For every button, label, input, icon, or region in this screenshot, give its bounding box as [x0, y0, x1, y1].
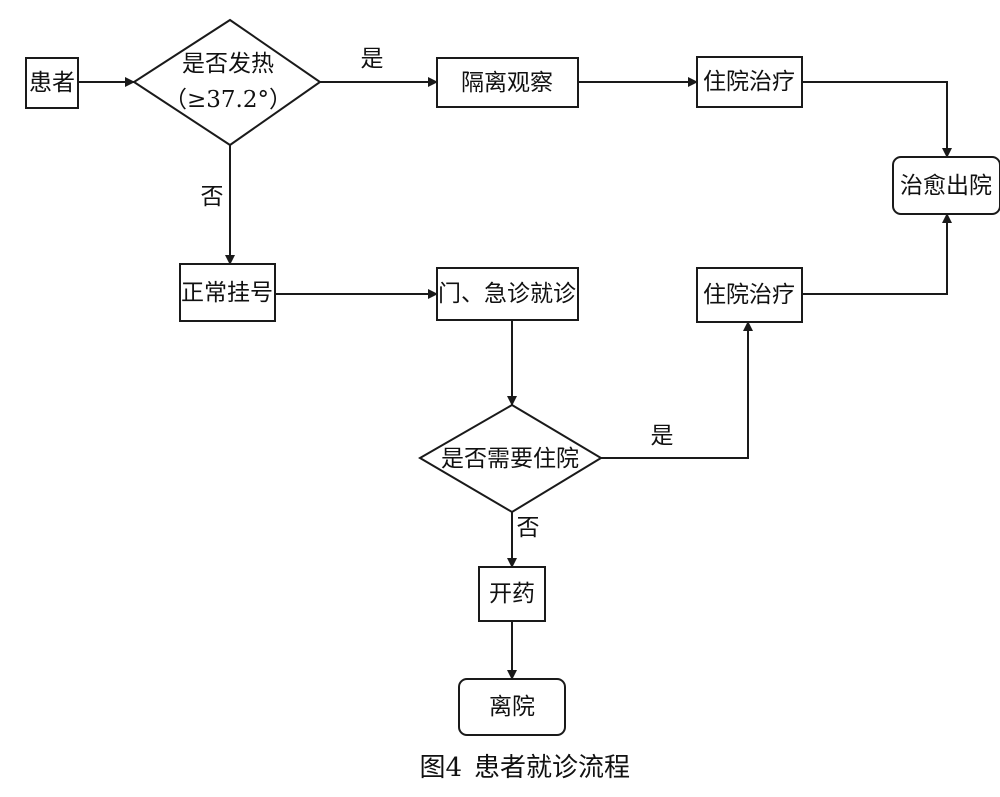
hospital-node-2: [696, 267, 803, 323]
figure-number: 图4: [419, 753, 462, 783]
medicine-node: [478, 566, 546, 622]
hosp-no-label: 否: [517, 515, 540, 541]
leave-node: [458, 678, 566, 736]
fever-yes-label: 是: [361, 46, 384, 72]
leave-label: 离院: [489, 694, 535, 720]
discharge-node: [892, 156, 1000, 215]
registration-label: 正常挂号: [181, 280, 273, 306]
edge-hospital-to-discharge: [802, 81, 952, 158]
hospital-node-1: [696, 56, 803, 108]
discharge-label: 治愈出院: [900, 173, 992, 199]
need-hospital-diamond: [418, 403, 603, 514]
edge-need-hospital-yes-to-hospital: [601, 321, 753, 459]
isolation-node: [436, 57, 579, 108]
edge-hospital-to-discharge-2: [802, 213, 952, 295]
medicine-label: 开药: [489, 581, 535, 607]
fever-check-label: 是否发热: [182, 51, 274, 77]
fever-check-threshold: （≥37.2°）: [164, 87, 292, 113]
clinic-label: 门、急诊就诊: [438, 281, 576, 307]
need-hospital-label: 是否需要住院: [441, 446, 579, 472]
hosp-yes-label: 是: [651, 423, 674, 449]
fever-no-label: 否: [201, 184, 224, 210]
patient-node: [25, 57, 79, 109]
clinic-node: [436, 267, 579, 321]
fever-check-diamond: [132, 18, 322, 147]
figure-title: 患者就诊流程: [474, 753, 630, 783]
hospital-label-2: 住院治疗: [703, 282, 795, 308]
hospital-label-1: 住院治疗: [703, 69, 795, 95]
isolation-label: 隔离观察: [461, 70, 553, 96]
registration-node: [179, 263, 276, 322]
patient-label: 患者: [29, 70, 75, 96]
